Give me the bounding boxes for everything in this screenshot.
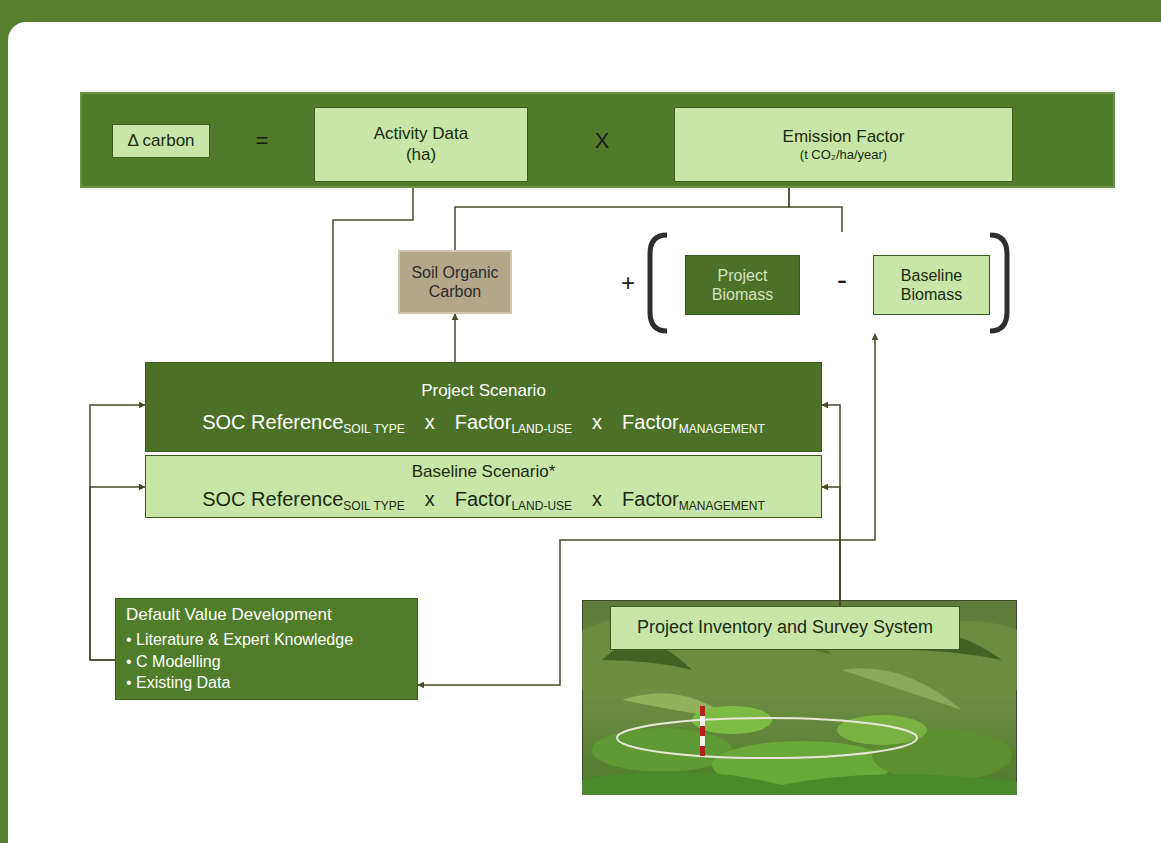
- formula-term: FactorMANAGEMENT: [622, 411, 765, 434]
- bracket-stroke: [990, 235, 1007, 331]
- node-text: SOC Reference: [202, 411, 343, 433]
- activity-data-box: Activity Data (ha): [314, 107, 528, 182]
- node-text: =: [250, 124, 274, 158]
- node-text: MANAGEMENT: [679, 422, 765, 436]
- connector-arrow: [822, 487, 840, 606]
- node-text: Project Biomass: [703, 266, 783, 304]
- default-value-box: Default Value Development• Literature & …: [115, 598, 418, 700]
- formula-term: x: [592, 411, 602, 434]
- node-text: Factor: [455, 488, 512, 510]
- formula-term: SOC ReferenceSOIL TYPE: [202, 411, 405, 434]
- formula-term: x: [592, 488, 602, 511]
- formula-term: SOC ReferenceSOIL TYPE: [202, 488, 405, 511]
- equation-band: = X Δ carbon Activity Data (ha) Emission Fac…: [80, 92, 1115, 188]
- node-text: SOC Reference: [202, 488, 343, 510]
- formula-term: FactorLAND-USE: [455, 488, 572, 511]
- node-text: x: [592, 411, 602, 433]
- node-text: (t CO₂/ha/year): [800, 147, 887, 163]
- connector-arrow: [455, 182, 789, 250]
- node-text: • Literature & Expert Knowledge: [126, 629, 353, 651]
- node-text: x: [592, 488, 602, 510]
- bracket-stroke: [650, 235, 667, 331]
- node-text: Δ carbon: [127, 131, 194, 151]
- node-text: X: [590, 124, 614, 158]
- node-text: LAND-USE: [511, 499, 572, 513]
- connector-arrow: [822, 405, 840, 606]
- node-text: Emission Factor: [783, 127, 905, 147]
- baseline-biomass-box: Baseline Biomass: [873, 255, 990, 315]
- node-text: Project Inventory and Survey System: [637, 617, 933, 639]
- formula-term: x: [425, 411, 435, 434]
- connector-arrow: [840, 334, 875, 606]
- node-text: Factor: [622, 488, 679, 510]
- emission-factor-box: Emission Factor(t CO₂/ha/year): [674, 107, 1013, 182]
- baseline-scenario-box: Baseline Scenario* SOC ReferenceSOIL TYPE…: [145, 455, 822, 518]
- node-text: Factor: [455, 411, 512, 433]
- formula-row: SOC ReferenceSOIL TYPExFactorLAND-USExFa…: [202, 488, 765, 511]
- node-text: Activity Data (ha): [361, 124, 481, 165]
- formula-term: FactorMANAGEMENT: [622, 488, 765, 511]
- project-biomass-box: Project Biomass: [685, 255, 800, 315]
- node-text: Soil Organic Carbon: [405, 263, 505, 301]
- connector-arrow: [789, 182, 842, 232]
- node-text: Factor: [622, 411, 679, 433]
- inventory-label-box: Project Inventory and Survey System: [610, 606, 960, 650]
- delta-carbon-box: Δ carbon: [112, 124, 210, 158]
- node-text: Baseline Biomass: [892, 266, 972, 304]
- node-text: LAND-USE: [511, 422, 572, 436]
- node-text: Default Value Development: [126, 604, 332, 627]
- node-text: SOIL TYPE: [343, 499, 404, 513]
- node-text: Project Scenario: [421, 381, 546, 401]
- connector-arrow: [454, 314, 456, 362]
- node-text: • C Modelling: [126, 651, 221, 673]
- biomass-bracket: - Project Biomass Baseline Biomass: [645, 232, 1012, 334]
- formula-term: FactorLAND-USE: [455, 411, 572, 434]
- formula-term: x: [425, 488, 435, 511]
- node-text: Baseline Scenario*: [412, 462, 556, 482]
- project-scenario-box: Project ScenarioSOC ReferenceSOIL TYPExF…: [145, 362, 822, 452]
- node-text: SOIL TYPE: [343, 422, 404, 436]
- node-text: • Existing Data: [126, 672, 230, 694]
- node-text: x: [425, 488, 435, 510]
- operator-label: +: [616, 266, 640, 300]
- soil-carbon-box: Soil Organic Carbon: [398, 250, 512, 314]
- node-text: -: [832, 258, 852, 302]
- formula-row: SOC ReferenceSOIL TYPExFactorLAND-USExFa…: [202, 411, 765, 434]
- node-text: x: [425, 411, 435, 433]
- node-text: MANAGEMENT: [679, 499, 765, 513]
